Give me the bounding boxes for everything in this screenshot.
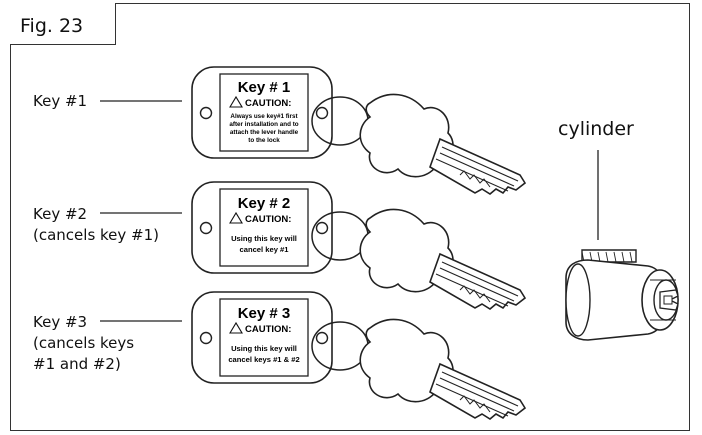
tag-text-line: after installation and to <box>229 121 298 128</box>
key-3-label-line: Key #3 <box>33 313 88 331</box>
key-2-label-line: (cancels key #1) <box>33 226 160 244</box>
tag-caution: CAUTION: <box>245 98 291 109</box>
tag-text-line: cancel key #1 <box>240 245 290 254</box>
tag-text-line: Always use key#1 first <box>230 113 298 120</box>
tag-text-line: Using this key will <box>231 234 297 243</box>
key-1-assembly: Key # 1 CAUTION: Always use key#1 first … <box>191 66 526 195</box>
tag-hole <box>315 106 329 120</box>
tag-text-line: Using this key will <box>231 344 297 353</box>
key-2-assembly: Key # 2 CAUTION: Using this key will can… <box>191 181 526 310</box>
cylinder-label: cylinder <box>558 118 634 140</box>
key-icon <box>359 93 526 195</box>
tag-label-panel <box>219 73 309 152</box>
key-3-label-line: #1 and #2) <box>33 355 121 373</box>
tag-hole <box>315 221 329 235</box>
key-1-label-line: Key #1 <box>33 92 88 110</box>
tag-hole <box>199 106 213 120</box>
tag-label-panel <box>219 298 309 377</box>
tag-caution: CAUTION: <box>245 214 291 225</box>
tag-text-line: to the lock <box>248 137 280 144</box>
tag-title: Key # 2 <box>238 195 291 212</box>
tag-caution: CAUTION: <box>245 324 291 335</box>
key-icon <box>359 208 526 310</box>
tag-title: Key # 1 <box>238 79 291 96</box>
key-2-label-line: Key #2 <box>33 205 88 223</box>
figure-title: Fig. 23 <box>20 15 84 37</box>
key-icon <box>359 318 526 420</box>
figure-frame <box>10 3 690 431</box>
tag-text-line: cancel keys #1 & #2 <box>228 355 299 364</box>
warning-icon <box>229 211 243 224</box>
tag-hole <box>199 331 213 345</box>
tag-hole <box>315 331 329 345</box>
key-1-label: Key #1 <box>33 91 87 112</box>
tag-text-line: attach the lever handle <box>230 129 299 136</box>
key-3-label-line: (cancels keys <box>33 334 135 352</box>
tag-title: Key # 3 <box>238 305 291 322</box>
key-2-label: Key #2 (cancels key #1) <box>33 204 159 246</box>
key-3-assembly: Key # 3 CAUTION: Using this key will can… <box>191 291 526 420</box>
tag-label-panel <box>219 188 309 267</box>
key-3-label: Key #3 (cancels keys #1 and #2) <box>33 312 134 375</box>
figure-title-tab <box>10 3 116 45</box>
tag-hole <box>199 221 213 235</box>
warning-icon <box>229 321 243 334</box>
cylinder-icon <box>565 249 679 341</box>
warning-icon <box>229 95 243 108</box>
